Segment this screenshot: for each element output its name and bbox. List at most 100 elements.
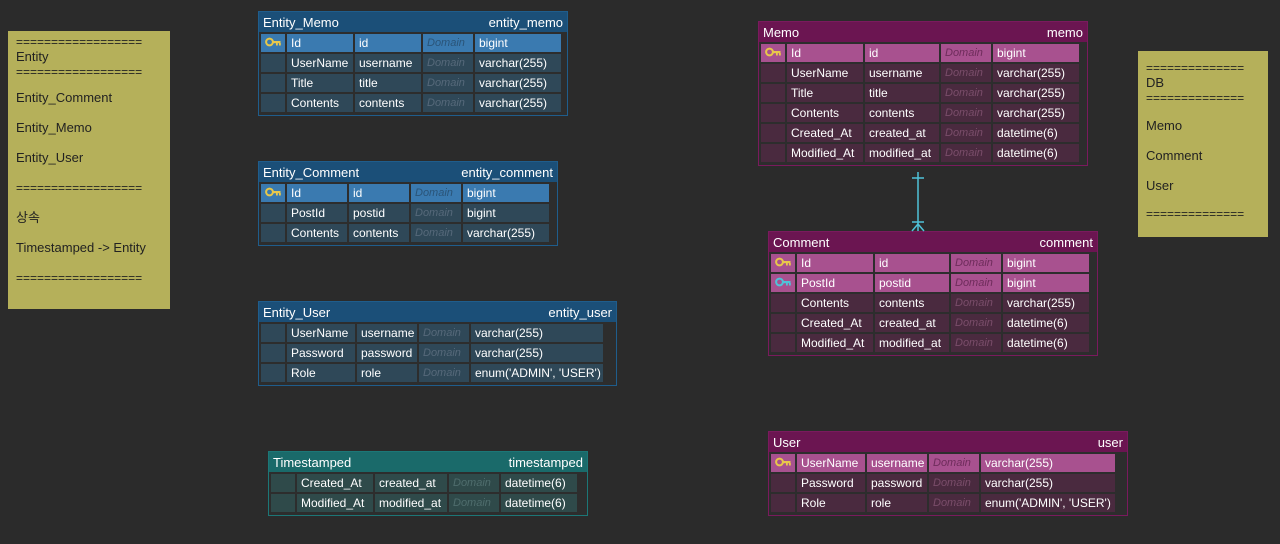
column-logical-name: Created_At	[297, 474, 373, 492]
column-data-type: varchar(255)	[471, 324, 603, 342]
key-cell	[261, 324, 285, 342]
primary-key-icon	[265, 184, 281, 202]
column-data-type: varchar(255)	[475, 94, 561, 112]
column-physical-name: created_at	[865, 124, 939, 142]
column-data-type: datetime(6)	[501, 494, 577, 512]
column-data-type: datetime(6)	[501, 474, 577, 492]
column-logical-name: UserName	[787, 64, 863, 82]
note-separator: ==================	[16, 181, 143, 195]
column-data-type: datetime(6)	[1003, 314, 1089, 332]
column-data-type: bigint	[993, 44, 1079, 62]
table-physical-name: entity_user	[548, 304, 612, 320]
key-cell	[761, 144, 785, 162]
note-separator: ==============	[1146, 61, 1245, 75]
primary-key-icon	[775, 254, 791, 272]
key-cell	[761, 44, 785, 62]
column-logical-name: Modified_At	[787, 144, 863, 162]
column-data-type: enum('ADMIN', 'USER')	[471, 364, 603, 382]
column-logical-name: Id	[287, 34, 353, 52]
key-cell	[771, 494, 795, 512]
note-db[interactable]: ============== DB ============== Memo Co…	[1138, 51, 1268, 237]
column-data-type: bigint	[1003, 274, 1089, 292]
column-data-type: varchar(255)	[475, 54, 561, 72]
note-line: 상속	[16, 210, 40, 225]
column-logical-name: Id	[287, 184, 347, 202]
column-data-type: varchar(255)	[981, 454, 1115, 472]
key-cell	[271, 474, 295, 492]
column-logical-name: Contents	[787, 104, 863, 122]
key-cell	[261, 204, 285, 222]
column-domain: Domain	[941, 64, 991, 82]
key-cell	[771, 334, 795, 352]
column-logical-name: Role	[797, 494, 865, 512]
column-physical-name: postid	[875, 274, 949, 292]
table-physical-name: memo	[1046, 24, 1083, 40]
note-line: Entity_Comment	[16, 90, 113, 105]
column-domain: Domain	[411, 224, 461, 242]
column-physical-name: created_at	[875, 314, 949, 332]
column-domain: Domain	[423, 94, 473, 112]
key-cell	[271, 494, 295, 512]
column-domain: Domain	[423, 54, 473, 72]
column-logical-name: PostId	[797, 274, 873, 292]
key-cell	[761, 64, 785, 82]
column-physical-name: modified_at	[375, 494, 447, 512]
note-separator: ==============	[1146, 207, 1245, 221]
table-title: Timestamped	[273, 454, 352, 470]
column-physical-name: title	[355, 74, 421, 92]
column-data-type: bigint	[475, 34, 561, 52]
column-domain: Domain	[419, 344, 469, 362]
column-data-type: varchar(255)	[993, 84, 1079, 102]
table-title: Entity_Comment	[263, 164, 360, 180]
column-data-type: varchar(255)	[993, 104, 1079, 122]
relation-crowfoot	[917, 223, 925, 232]
column-logical-name: Created_At	[797, 314, 873, 332]
key-cell	[771, 314, 795, 332]
note-entity[interactable]: ================== Entity ==============…	[8, 31, 170, 309]
note-separator: ==================	[16, 271, 143, 285]
column-logical-name: UserName	[797, 454, 865, 472]
column-logical-name: UserName	[287, 54, 353, 72]
